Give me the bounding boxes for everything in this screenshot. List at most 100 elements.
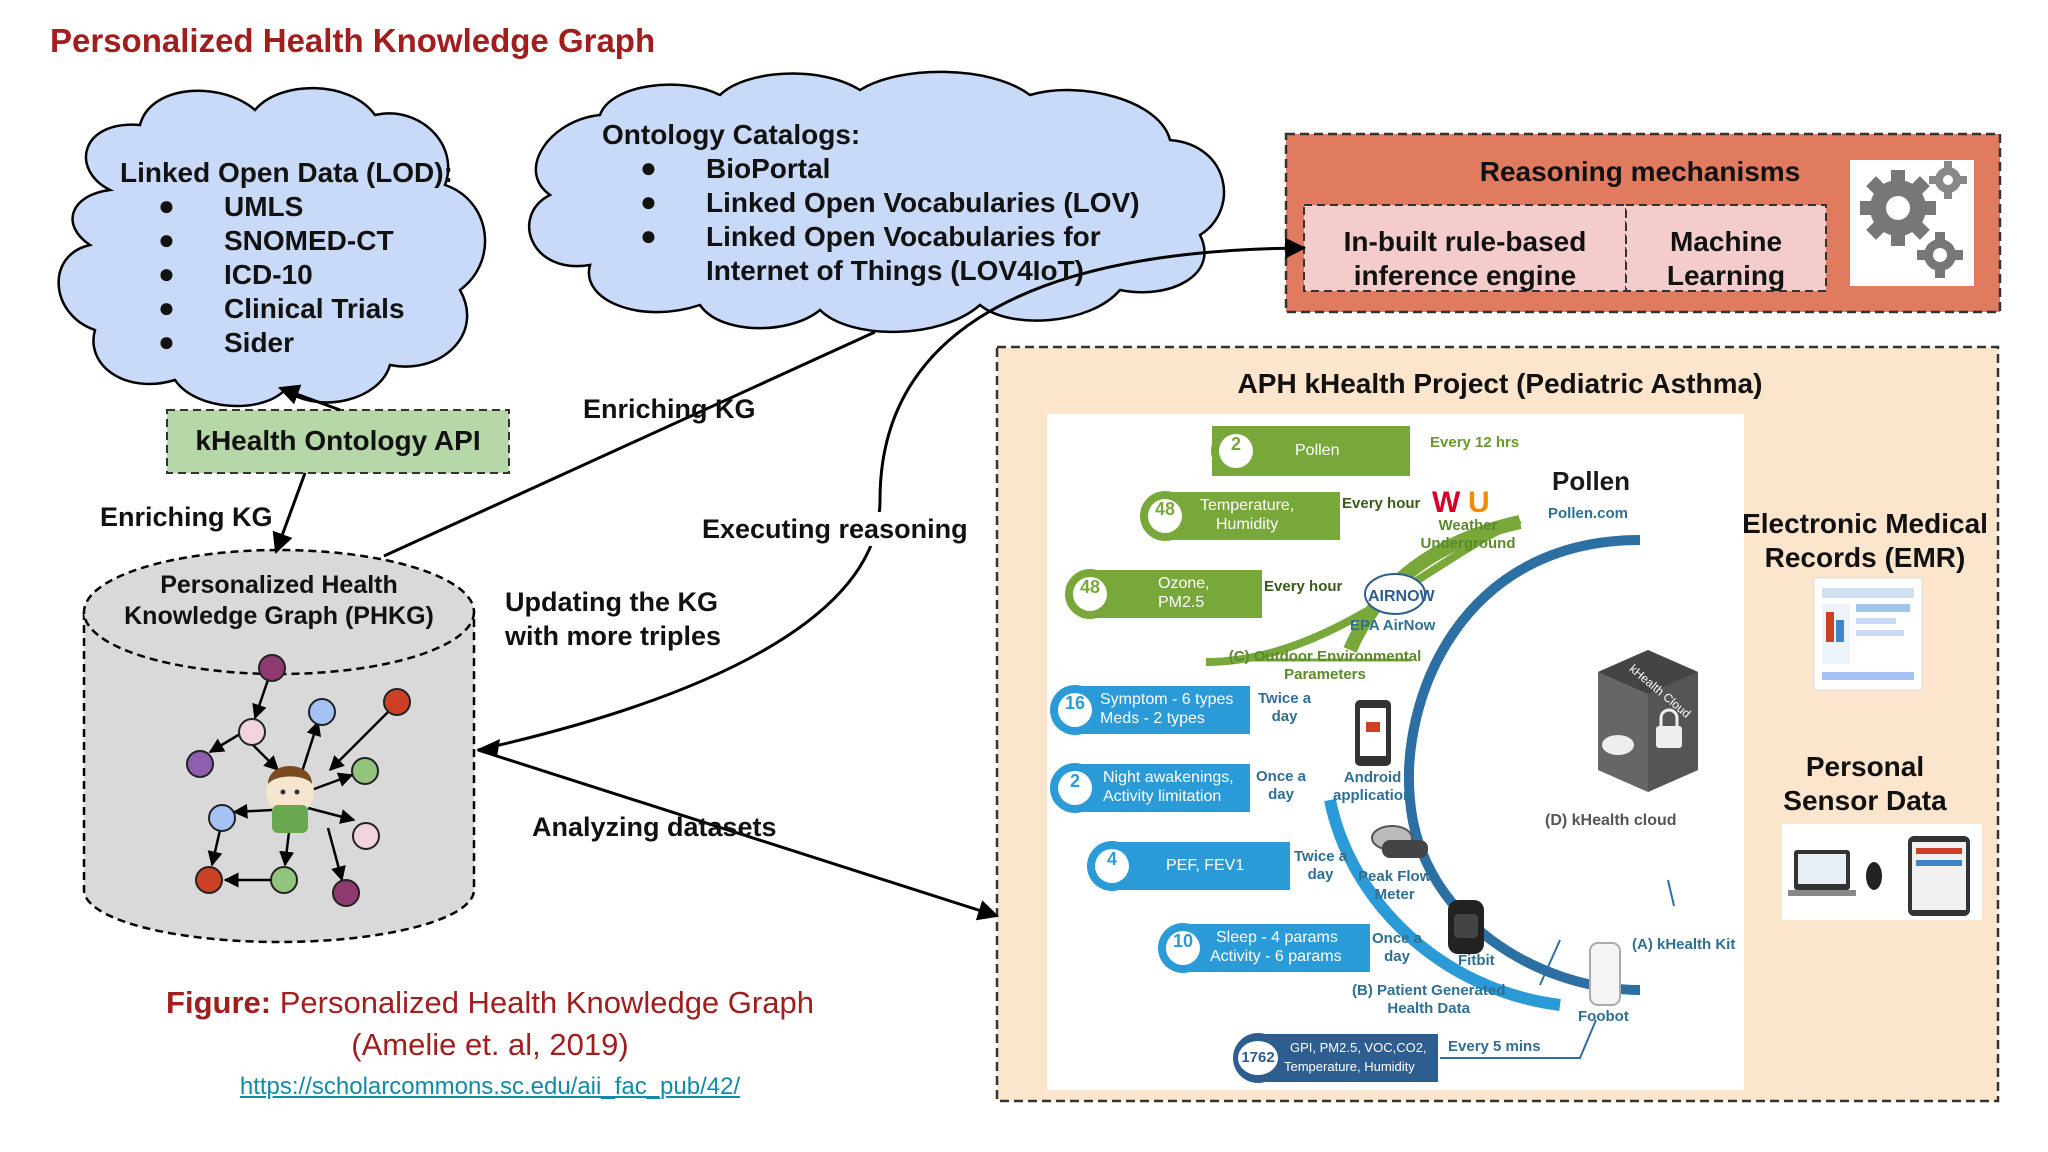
api-box: [166, 409, 510, 474]
airnow-logo: AIRNOW: [1364, 573, 1436, 615]
night-label: Night awakenings,Activity limitation: [1103, 769, 1234, 805]
updating-line2: with more triples: [505, 621, 722, 651]
lod-cloud-text: Linked Open Data (LOD): ●UMLS ●SNOMED-CT…: [120, 156, 453, 360]
temperature-count: 48: [1148, 499, 1182, 533]
bullet-icon: ●: [640, 152, 657, 183]
phkg-line2: Knowledge Graph (PHKG): [124, 602, 434, 630]
sleep-count: 10: [1166, 931, 1200, 965]
ml-box: [1625, 204, 1827, 292]
gpi-label: GPI, PM2.5, VOC,CO2,Temperature, Humidit…: [1284, 1040, 1427, 1074]
enriching-kg-label-top: Enriching KG: [583, 394, 756, 424]
phone-icon: [1355, 700, 1391, 766]
night-count: 2: [1058, 771, 1092, 805]
bullet-icon: ●: [158, 224, 175, 255]
graph-nodes: [186, 654, 411, 907]
caption-prefix: Figure:: [166, 985, 272, 1020]
ml-label: Machine Learning: [1626, 225, 1826, 293]
bullet-icon: ●: [158, 258, 175, 289]
executing-reasoning-label: Executing reasoning: [700, 512, 970, 546]
caption-line1: Figure: Personalized Health Knowledge Gr…: [140, 982, 840, 1024]
ml-line2: Learning: [1666, 260, 1786, 291]
sensor-line2: Sensor Data: [1783, 785, 1947, 816]
svg-text:AIRNOW: AIRNOW: [1368, 588, 1436, 605]
ozone-freq: Every hour: [1264, 578, 1343, 595]
foobot-icon: [1589, 942, 1621, 1006]
rule-engine-line1: In-built rule-based: [1343, 226, 1587, 257]
ontology-list: ●BioPortal ●Linked Open Vocabularies (LO…: [602, 152, 1140, 288]
ontology-item: ●Linked Open Vocabularies (LOV): [640, 186, 1140, 218]
rule-engine-box: [1303, 204, 1627, 292]
updating-kg-label: Updating the KG with more triples: [505, 585, 721, 653]
pollen-logo: Pollen: [1552, 466, 1630, 496]
sensor-line1: Personal: [1805, 751, 1925, 782]
lod-item: ●Sider: [158, 326, 295, 358]
temperature-freq: Every hour: [1342, 495, 1421, 512]
bullet-icon: ●: [640, 186, 657, 217]
bullet-icon: ●: [158, 326, 175, 357]
lod-heading: Linked Open Data (LOD):: [120, 157, 453, 188]
caption-line2: (Amelie et. al, 2019): [351, 1027, 629, 1062]
ml-line1: Machine: [1669, 226, 1783, 257]
pef-count: 4: [1095, 849, 1129, 883]
bullet-icon: ●: [640, 220, 657, 251]
bullet-icon: ●: [158, 292, 175, 323]
enriching-kg-label-left: Enriching KG: [100, 502, 273, 532]
rule-engine-line2: inference engine: [1353, 260, 1577, 291]
kit-label: (A) kHealth Kit: [1632, 936, 1736, 953]
svg-text:W: W: [1432, 486, 1461, 519]
aph-heading: APH kHealth Project (Pediatric Asthma): [1237, 368, 1763, 399]
temperature-label: Temperature,Humidity: [1200, 497, 1295, 533]
emr-line1: Electronic Medical: [1742, 508, 1988, 539]
pollen-label: Pollen: [1295, 442, 1340, 459]
lod-item: ●UMLS: [158, 190, 304, 222]
emr-line2: Records (EMR): [1764, 542, 1966, 573]
emr-label: Electronic Medical Records (EMR): [1740, 507, 1990, 575]
caption-text: Personalized Health Knowledge Graph: [271, 985, 814, 1020]
emr-image: [1813, 577, 1923, 691]
page-title: Personalized Health Knowledge Graph: [50, 22, 656, 59]
lod-list: ●UMLS ●SNOMED-CT ●ICD-10 ●Clinical Trial…: [120, 190, 453, 360]
child-avatar-icon: [266, 766, 314, 833]
lod-item: ●Clinical Trials: [158, 292, 405, 324]
figure-caption: Figure: Personalized Health Knowledge Gr…: [140, 982, 840, 1066]
ontology-heading: Ontology Catalogs:: [602, 119, 861, 150]
pollen-count: 2: [1219, 434, 1253, 468]
reasoning-heading: Reasoning mechanisms: [1479, 156, 1801, 187]
ontology-cloud: [528, 70, 1226, 334]
analyzing-datasets-label: Analyzing datasets: [532, 812, 777, 842]
cloud-label: (D) kHealth cloud: [1545, 812, 1677, 829]
ozone-source: EPA AirNow: [1350, 617, 1436, 634]
gpi-count: 1762: [1238, 1041, 1278, 1075]
gpi-freq: Every 5 mins: [1448, 1038, 1541, 1055]
cloud-cube-icon: [1598, 650, 1698, 792]
svg-text:U: U: [1468, 486, 1490, 519]
arrows: [272, 237, 1307, 921]
ontology-item: ●BioPortal: [640, 152, 831, 184]
sensor-label: Personal Sensor Data: [1740, 750, 1990, 818]
updating-line1: Updating the KG: [505, 587, 718, 617]
peak-flow-icon: [1371, 825, 1428, 858]
lod-cloud: [57, 86, 487, 408]
ozone-count: 48: [1073, 577, 1107, 611]
ontology-item-continued: Internet of Things (LOV4IoT): [706, 255, 1084, 286]
symptom-count: 16: [1058, 693, 1092, 727]
api-box-label: kHealth Ontology API: [195, 425, 481, 456]
rule-engine-label: In-built rule-based inference engine: [1304, 225, 1626, 293]
ontology-item: ●Linked Open Vocabularies for: [640, 220, 1101, 252]
gears-icon: [1850, 160, 1974, 286]
bullet-icon: ●: [158, 190, 175, 221]
source-link[interactable]: https://scholarcommons.sc.edu/aii_fac_pu…: [239, 1073, 741, 1100]
phkg-label: Personalized Health Knowledge Graph (PHK…: [84, 570, 474, 632]
weather-underground-logo: W U: [1432, 486, 1490, 519]
arrowhead-into-cylinder: [476, 739, 500, 757]
